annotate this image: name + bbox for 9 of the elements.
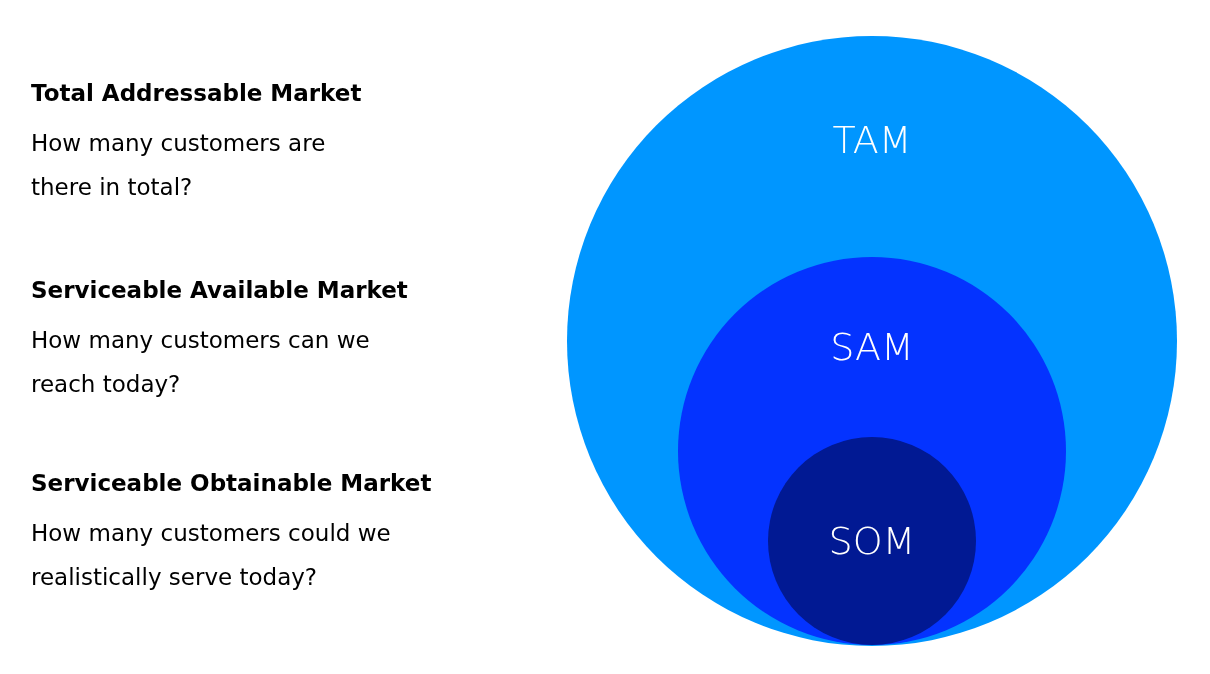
market-heading: Serviceable Available Market (31, 276, 409, 305)
market-heading: Total Addressable Market (31, 79, 363, 108)
circle-label: SOM (828, 518, 916, 564)
market-question: How many customers are there in total? (31, 129, 327, 202)
market-heading: Serviceable Obtainable Market (31, 469, 433, 498)
circle-label: SAM (830, 324, 914, 370)
market-question: How many customers could we realistically serve today? (31, 519, 391, 592)
market-question: How many customers can we reach today? (31, 326, 371, 399)
circle-label: TAM (832, 117, 912, 163)
